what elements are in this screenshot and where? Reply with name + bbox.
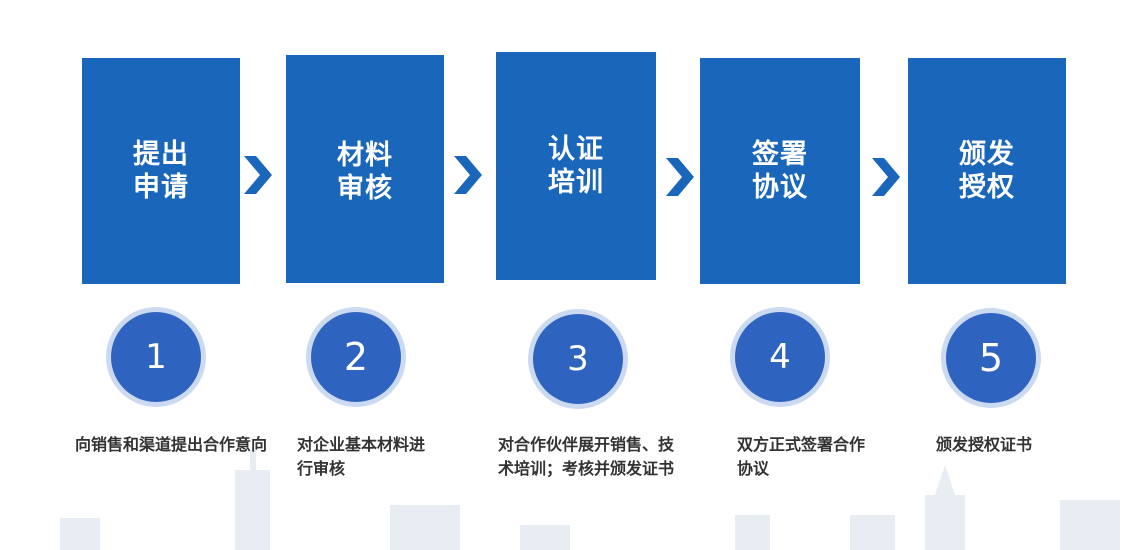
step-number-5: 5 [946,313,1036,403]
step-number-1: 1 [111,312,201,402]
step-number-3: 3 [533,314,623,404]
step-title-line1: 提出 [133,139,189,170]
step-box-2: 材料 审核 [286,55,444,283]
step-title-line2: 申请 [133,172,189,203]
step-title-line2: 协议 [752,172,808,203]
step-description-2: 对企业基本材料进行审核 [297,435,426,478]
chevron-right-icon [244,156,272,194]
step-title-line1: 材料 [337,140,393,171]
step-box-5: 颁发 授权 [908,58,1066,284]
chevron-right-icon [666,158,694,196]
step-description-1: 向销售和渠道提出合作意向 [75,435,268,454]
step-box-4: 签署 协议 [700,58,860,284]
step-box-1: 提出 申请 [82,58,240,284]
step-title-line2: 培训 [548,167,604,198]
step-title-line2: 授权 [959,172,1015,203]
step-title-line1: 认证 [548,134,604,165]
step-box-3: 认证 培训 [496,52,656,280]
step-description-4: 双方正式签署合作协议 [737,435,866,478]
step-title-line1: 颁发 [959,139,1015,170]
chevron-right-icon [872,158,900,196]
step-title-line2: 审核 [337,173,393,204]
step-description-3: 对合作伙伴展开销售、技术培训；考核并颁发证书 [498,435,675,478]
step-description-5: 颁发授权证书 [936,435,1033,454]
step-number-4: 4 [735,312,825,402]
step-title-line1: 签署 [752,139,808,170]
step-number-2: 2 [311,312,401,402]
chevron-right-icon [454,156,482,194]
